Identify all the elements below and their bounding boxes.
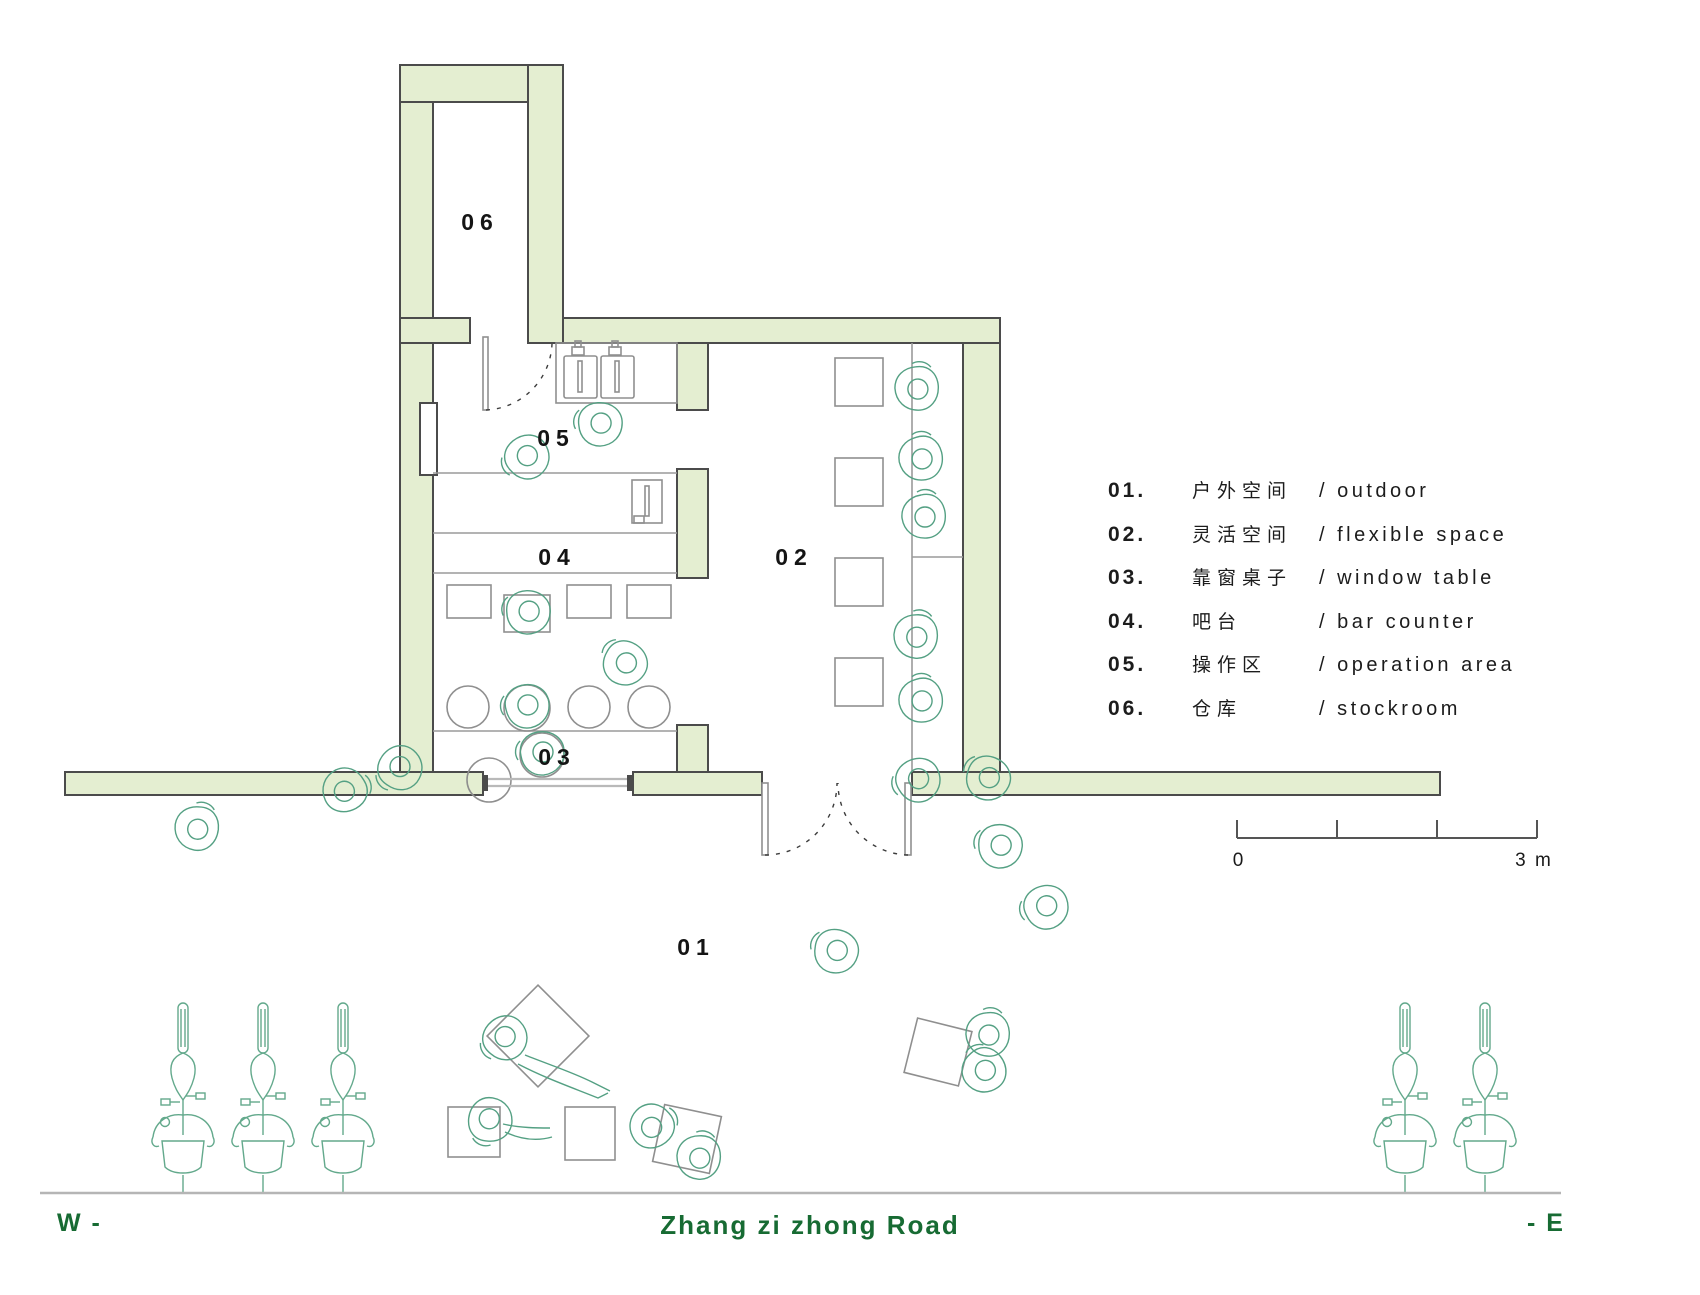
outdoor-table [447,1106,501,1158]
road-name-label: Zhang zi zhong Road [660,1210,960,1240]
room-label-02: 02 [775,544,813,570]
sink-counter [555,342,678,404]
door-swing-arc [485,343,553,411]
bar-stool [566,584,612,619]
bar-stool [446,584,492,619]
legend-number: 04. [1108,610,1147,633]
square-table [834,557,884,607]
legend-row-flexible-space: 02. 灵活空间 / flexible space [1108,520,1507,547]
door-swing-arc [837,782,909,856]
legend-row-operation-area: 05. 操作区 / operation area [1108,650,1515,677]
outdoor-table [903,1017,973,1087]
lying-person-legs [517,1054,611,1099]
pillar-south [676,724,709,773]
west-window [419,402,438,476]
legend-chinese: 灵活空间 [1192,525,1293,546]
bicycle-icon [1373,1002,1437,1194]
coffee-machine [631,479,663,524]
sink-basin [563,355,598,399]
outdoor-table [485,983,591,1089]
room-label-03: 03 [538,744,576,770]
legend-chinese: 户外空间 [1192,481,1293,502]
legend-row-stockroom: 06. 仓库 / stockroom [1108,694,1461,721]
round-stool [627,685,671,729]
legend-english: / stockroom [1319,698,1461,720]
entry-door-leaf [904,782,912,856]
legend-english: / bar counter [1319,611,1477,633]
square-table [834,657,884,707]
legend-english: / operation area [1319,654,1516,676]
legend-english: / outdoor [1319,480,1430,502]
legend-chinese: 操作区 [1192,655,1268,676]
bicycle-icon [1453,1002,1517,1194]
east-wall [962,342,1001,773]
legend-row-window-table: 03. 靠窗桌子 / window table [1108,563,1495,590]
stockroom-east-wall [527,64,564,344]
legend-english: / window table [1319,567,1495,589]
entry-door-leaf [761,782,769,856]
outdoor-table [651,1103,723,1175]
round-stool [503,684,551,732]
glazing-and-doors [482,336,912,856]
people-figures [169,359,1074,1184]
room-label-01: 01 [677,934,715,960]
legend-chinese: 靠窗桌子 [1192,568,1293,589]
scale-bar: 0 3 m [1233,820,1553,871]
back-door-leaf [482,336,489,411]
stockroom-south-stub [399,317,471,344]
scale-max-label: 3 m [1515,850,1553,871]
furniture [446,340,973,1175]
round-stool [446,685,490,729]
round-stool [567,685,611,729]
faucet-icon [608,346,622,356]
square-table [834,357,884,407]
legend-number: 01. [1108,479,1147,502]
sink-basin [600,355,635,399]
outdoor-table [564,1106,616,1161]
room-label-05: 05 [537,425,575,451]
legend-chinese: 吧台 [1192,612,1243,633]
legend-number: 03. [1108,566,1147,589]
wall-structure [64,64,1441,796]
room-label-06: 06 [461,209,499,235]
street-wall-east [911,771,1441,796]
bicycle-icon [231,1002,295,1194]
faucet-icon [571,346,585,356]
room-labels: 06 05 04 03 02 01 [461,209,813,960]
pillar-middle [676,468,709,579]
bar-stool [626,584,672,619]
legend-number: 06. [1108,697,1147,720]
legend-number: 05. [1108,653,1147,676]
bicycles [151,1002,1517,1194]
bicycle-icon [151,1002,215,1194]
pillar-north [676,342,709,411]
square-table [834,457,884,507]
door-swing-arc [764,782,838,856]
street-wall-center [632,771,763,796]
legend-row-bar-counter: 04. 吧台 / bar counter [1108,607,1477,634]
scale-zero-label: 0 [1233,850,1246,871]
bicycle-icon [311,1002,375,1194]
sitting-person-legs [502,1123,553,1140]
east-direction-label: - E [1527,1209,1565,1237]
legend-english: / flexible space [1319,524,1508,546]
legend-chinese: 仓库 [1192,699,1243,720]
legend-number: 02. [1108,523,1147,546]
north-wall [562,317,1001,344]
legend-row-outdoor: 01. 户外空间 / outdoor [1108,476,1429,503]
west-direction-label: W - [57,1209,102,1237]
room-label-04: 04 [538,544,576,570]
